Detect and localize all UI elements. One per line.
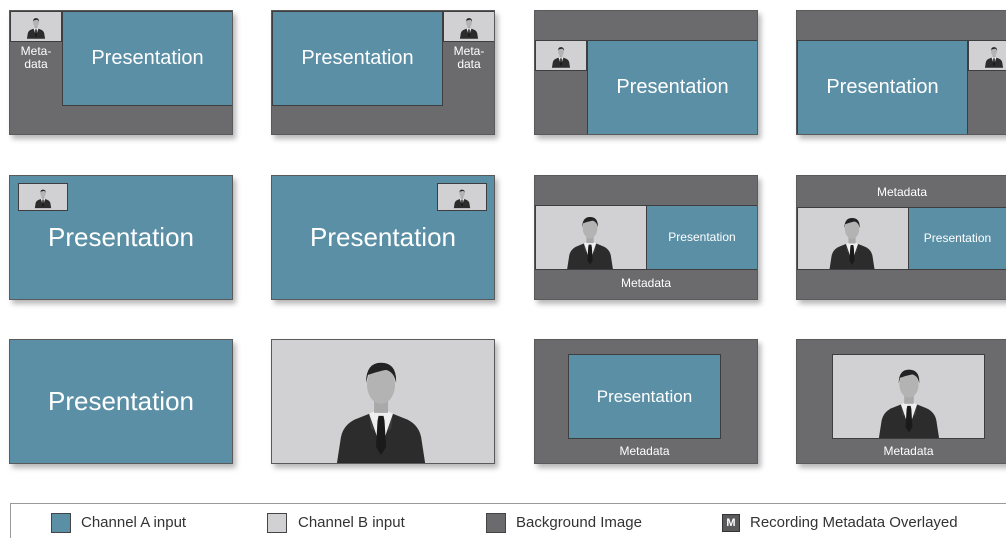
person-icon (459, 18, 479, 39)
person-icon (551, 47, 571, 68)
channel-b-thumbnail (535, 40, 587, 71)
person-icon (984, 47, 1004, 68)
layout-tile: Metadata Presentation (796, 175, 1006, 300)
layout-tile: Presentation Metadata (534, 339, 758, 464)
person-icon (829, 217, 875, 269)
background-swatch (486, 513, 506, 533)
channel-b-thumbnail (968, 40, 1006, 71)
presentation-box: Presentation (62, 11, 232, 106)
layout-tile: Presentation (534, 10, 758, 135)
presentation-label: Presentation (48, 221, 194, 252)
presentation-label: Presentation (616, 76, 729, 98)
metadata-label: Meta- data (453, 44, 485, 71)
person-icon (336, 362, 426, 463)
person-icon (567, 217, 613, 269)
presentation-box: Presentation (646, 205, 757, 270)
presentation-box: Presentation (587, 40, 757, 134)
person-icon (878, 369, 940, 438)
presentation-label: Presentation (826, 76, 939, 98)
channel-b-thumbnail (437, 183, 487, 211)
legend: Channel A input Channel B input Backgrou… (10, 503, 1006, 538)
channel-b-thumbnail (443, 11, 494, 42)
layout-tile: Presentation (271, 175, 495, 300)
layout-tile: Presentation Meta- data (271, 10, 495, 135)
channel-b-panel (797, 207, 909, 270)
recording-legend-label: Recording Metadata Overlayed (750, 514, 958, 531)
presentation-label: Presentation (668, 230, 736, 245)
layout-tile: Metadata (796, 339, 1006, 464)
presentation-label: Presentation (596, 386, 693, 406)
presentation-label: Presentation (91, 47, 204, 69)
channel-b-legend-label: Channel B input (298, 514, 405, 531)
recording-badge: M (722, 514, 740, 532)
channel-b-panel (832, 354, 985, 439)
presentation-label: Presentation (923, 231, 992, 246)
channel-b-thumbnail (10, 11, 62, 42)
presentation-box: Presentation (908, 207, 1006, 270)
presentation-label: Presentation (301, 47, 414, 69)
presentation-label: Presentation (48, 385, 194, 416)
layout-tile: Meta- data Presentation (9, 10, 233, 135)
layout-tile: Presentation Metadata (534, 175, 758, 300)
presentation-box: Presentation (568, 354, 721, 439)
person-icon (453, 189, 471, 209)
channel-b-swatch (267, 513, 287, 533)
layout-tile: Presentation (796, 10, 1006, 135)
channel-b-thumbnail (18, 183, 68, 211)
metadata-label: Metadata (876, 184, 928, 199)
metadata-label: Metadata (619, 443, 670, 458)
layout-tile: Presentation (9, 339, 233, 464)
background-legend-label: Background Image (516, 514, 642, 531)
presentation-box: Presentation (272, 11, 443, 106)
person-icon (26, 18, 46, 39)
person-icon (34, 189, 52, 209)
presentation-box: Presentation (797, 40, 968, 134)
channel-b-panel (535, 205, 647, 270)
metadata-label: Metadata (620, 275, 672, 290)
metadata-label: Metadata (883, 443, 934, 458)
channel-a-legend-label: Channel A input (81, 514, 187, 531)
metadata-label: Meta- data (20, 44, 52, 71)
layout-tile: Presentation (9, 175, 233, 300)
layout-tile (271, 339, 495, 464)
presentation-label: Presentation (310, 221, 456, 252)
channel-a-swatch (51, 513, 71, 533)
